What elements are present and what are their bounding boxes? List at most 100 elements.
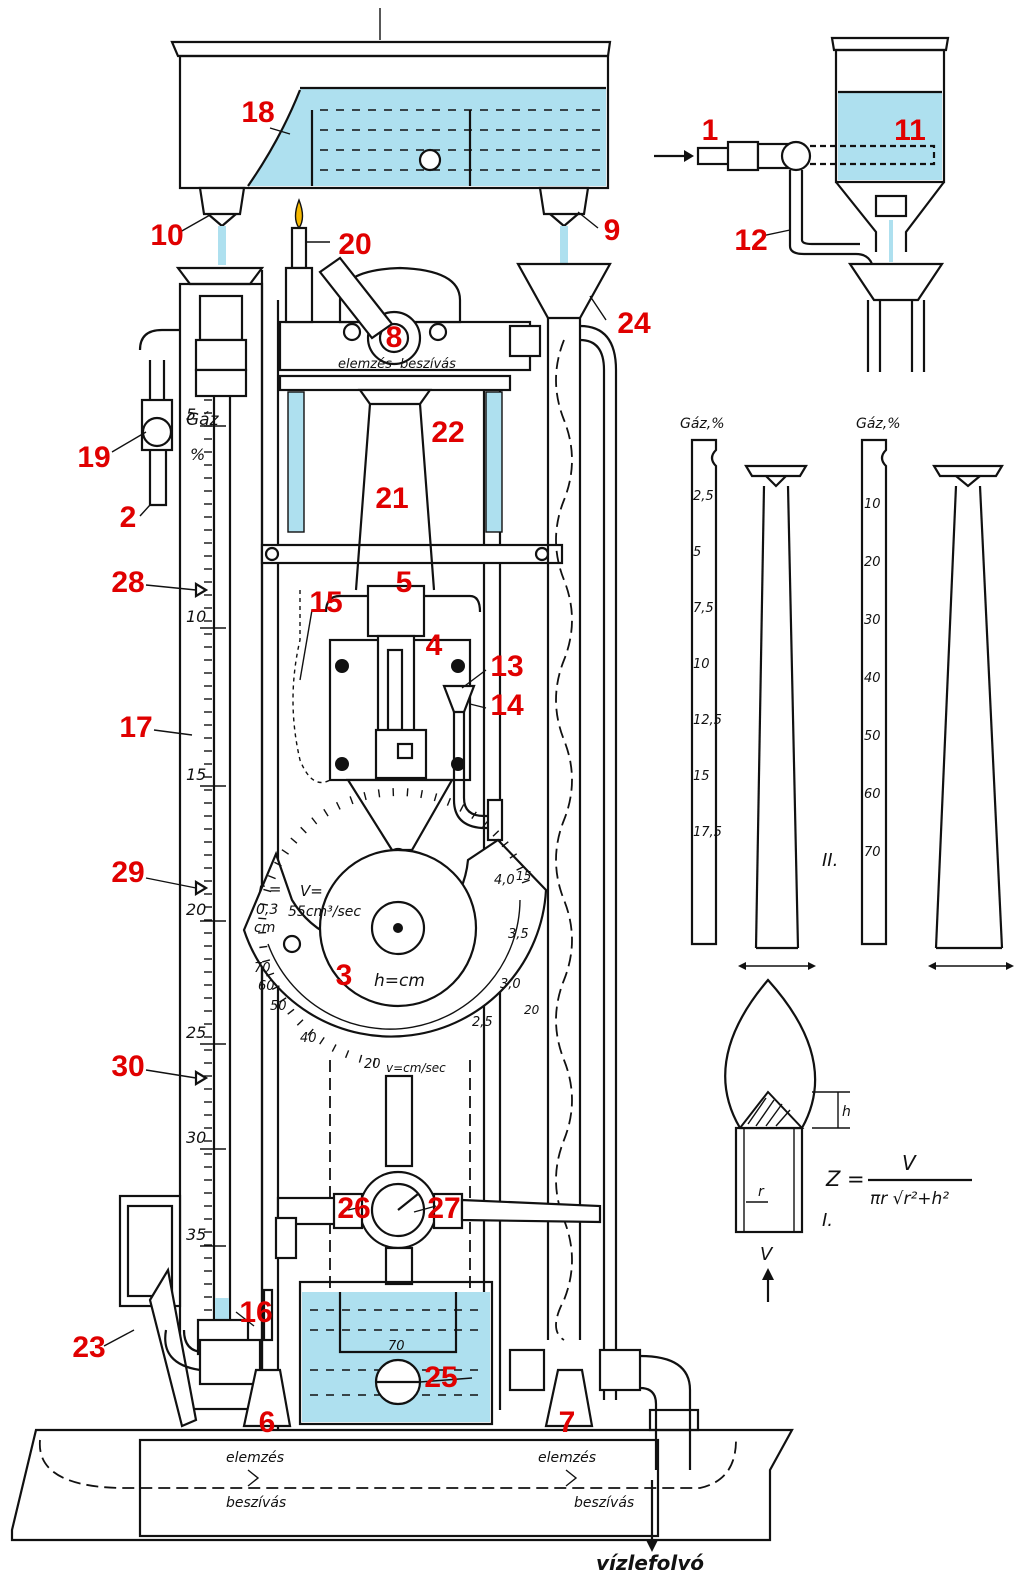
dial-right-tick-0: 4,0 [494, 873, 515, 888]
scale-II-value: 30 [864, 613, 881, 628]
base-label-left-top: elemzés [226, 1450, 284, 1466]
leader-line [300, 610, 312, 680]
main-scale-label: 30 [186, 1128, 206, 1147]
callout-26: 26 [337, 1192, 370, 1225]
leader-line [146, 1070, 196, 1078]
flame-detail: h r V I. [725, 980, 851, 1302]
dial-tick [320, 1037, 325, 1044]
main-scale-ticks [204, 400, 212, 1310]
scale-I-value: 7,5 [693, 601, 714, 616]
scale-I-value: 15 [693, 769, 710, 784]
callout-8: 8 [386, 321, 403, 354]
flame-v-label: V [760, 1244, 774, 1265]
base: elemzés beszívás elemzés beszívás vízlef… [12, 1430, 792, 1570]
dial-tick [447, 798, 450, 805]
dial-h-label: h=cm [374, 971, 425, 991]
dial-right-outer-1: 20 [524, 1003, 540, 1017]
dial-tick [346, 1050, 349, 1057]
callout-23: 23 [72, 1331, 105, 1364]
flame-h-label: h [842, 1104, 851, 1120]
dial-left-tick-0: 70 [254, 961, 271, 976]
callout-10: 10 [150, 219, 183, 252]
formula-numerator: V [902, 1151, 917, 1175]
dial-left-tick-4: 20 [364, 1057, 381, 1072]
dial-r-unit: cm [254, 920, 275, 936]
callout-15: 15 [309, 586, 342, 619]
dial-right-tick-3: 2,5 [472, 1015, 493, 1030]
leader-line [180, 215, 210, 232]
lower-tank: 70 [300, 1282, 492, 1424]
callout-29: 29 [111, 856, 144, 889]
scale-I-value: 10 [693, 657, 710, 672]
base-label-left-bottom: beszívás [226, 1495, 286, 1511]
callout-27: 27 [427, 1192, 460, 1225]
tank-mark: 70 [388, 1339, 405, 1354]
dial-tick [337, 802, 341, 809]
dial-tick [301, 827, 307, 833]
callout-1: 1 [702, 114, 719, 147]
scale-II-title: Gáz,% [856, 416, 901, 432]
leader-line [578, 212, 598, 228]
callout-5: 5 [396, 566, 413, 599]
dial-v-value: 55cm³/sec [288, 904, 361, 920]
roman-two: II. [822, 850, 838, 871]
valve-label-left: elemzés [338, 357, 392, 372]
dial-tick [291, 838, 297, 843]
callout-22: 22 [431, 416, 464, 449]
callout-14: 14 [490, 689, 524, 722]
drain-label: vízlefolyó [596, 1551, 704, 1570]
leader-line [590, 296, 606, 320]
dial-tick [359, 1055, 361, 1063]
main-scale-label: 20 [186, 900, 206, 919]
leader-line [146, 878, 196, 888]
dial-tick [324, 809, 328, 816]
dial-right-outer-0: 15 [516, 869, 531, 883]
right-column [518, 264, 616, 1400]
scale-II-value: 40 [864, 671, 881, 686]
dial-speed-label: v=cm/sec [386, 1061, 446, 1075]
callout-11: 11 [894, 114, 926, 147]
leader-line [140, 505, 150, 516]
main-scale-label: 10 [186, 607, 206, 626]
callout-24: 24 [617, 307, 651, 340]
dial-tick [297, 1020, 303, 1026]
main-scale-label: 25 [186, 1023, 206, 1042]
dial-v-label: V= [300, 882, 323, 900]
dial-left-tick-1: 60 [258, 979, 275, 994]
callout-21: 21 [375, 482, 408, 515]
top-water-tank [172, 8, 610, 265]
callout-2: 2 [120, 501, 137, 534]
callout-18: 18 [241, 96, 274, 129]
inlet-detail [654, 38, 948, 372]
scale-I-title: Gáz,% [680, 416, 725, 432]
scale-I-value: 5 [693, 545, 701, 560]
callout-12: 12 [734, 224, 767, 257]
valve-label-right: beszívás [400, 357, 456, 372]
dial-right-tick-1: 3,5 [508, 927, 529, 942]
dial-tick [350, 796, 353, 804]
flame-r-label: r [758, 1184, 765, 1200]
callout-7: 7 [559, 1406, 576, 1439]
scale-I-value: 12,5 [693, 713, 722, 728]
callout-16: 16 [239, 1296, 272, 1329]
main-scale-label: 35 [186, 1225, 206, 1244]
callout-19: 19 [77, 441, 110, 474]
main-scale-title-2: % [190, 445, 205, 464]
base-label-right-bottom: beszívás [574, 1495, 634, 1511]
formula: Z = V πr √r²+h² [825, 1151, 972, 1209]
formula-denominator: πr √r²+h² [870, 1189, 949, 1209]
dial-tick [332, 1045, 336, 1052]
leader-line [146, 585, 196, 590]
callout-3: 3 [336, 959, 353, 992]
scale-II-value: 20 [864, 555, 881, 570]
callout-6: 6 [259, 1406, 276, 1439]
dial-tick [460, 804, 464, 811]
dial-right-tick-2: 3,0 [500, 977, 521, 992]
dial-left-tick-2: 50 [270, 999, 287, 1014]
callout-13: 13 [490, 650, 523, 683]
